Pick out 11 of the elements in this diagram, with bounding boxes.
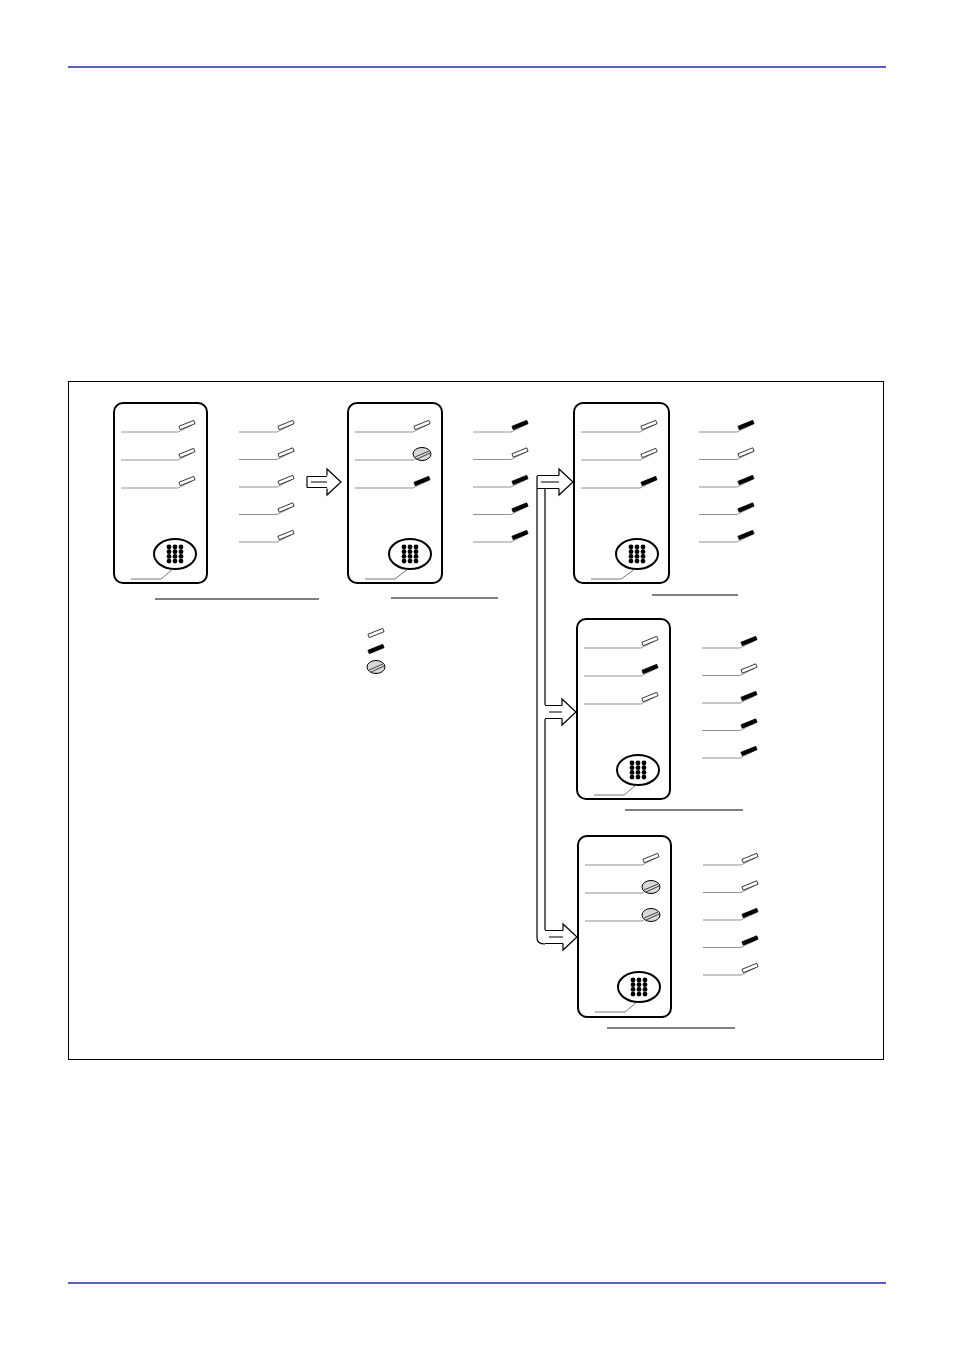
- leader-line: [593, 784, 637, 796]
- leader-line: [590, 568, 636, 580]
- arrow-trunk: [536, 475, 546, 945]
- leader-line: [130, 568, 174, 580]
- keypad-icon: [153, 538, 197, 570]
- leader-line: [364, 568, 409, 580]
- keypad-icon: [388, 538, 432, 570]
- keypad-icon: [615, 538, 659, 570]
- keypad-icon: [616, 754, 660, 786]
- leader-line: [594, 1001, 638, 1013]
- keypad-icon: [617, 971, 661, 1003]
